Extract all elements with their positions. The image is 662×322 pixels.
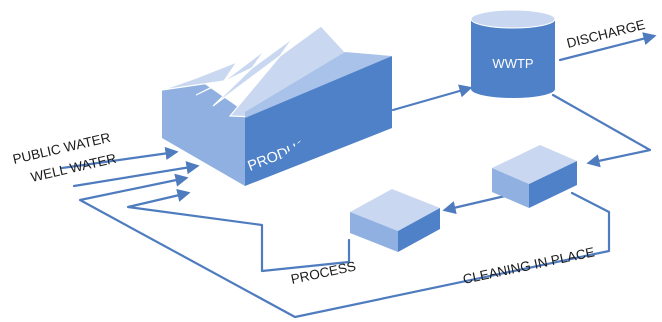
wwtp-body: [471, 19, 555, 89]
process-label: PROCESS: [290, 259, 358, 287]
plant-front-face: [245, 56, 392, 186]
treatment-to-process-arrow: [442, 194, 507, 215]
plant-roof-2: [195, 49, 266, 96]
discharge-label: DISCHARGE: [565, 17, 647, 51]
wwtp-to-treatment-arrow: [551, 93, 652, 168]
treatment-unit-front: [492, 168, 529, 208]
flow-lines: [60, 32, 657, 319]
plant-left-face: [162, 78, 245, 186]
plant-roof-3: [212, 37, 294, 107]
wwtp-tank: WWTP: [470, 9, 556, 98]
wwtp-bottom: [471, 80, 555, 98]
treatment-unit-top: [492, 145, 577, 184]
process-unit: [350, 189, 440, 252]
plant-roof-1: [161, 60, 239, 91]
public-water-arrow: [60, 146, 179, 170]
plant-roof-edge: [245, 52, 392, 118]
plant-to-wwtp-arrow: [391, 84, 473, 112]
treatment-unit: [492, 145, 577, 208]
wwtp-label: WWTP: [492, 56, 533, 71]
process-unit-side: [398, 208, 440, 252]
cleaning-in-place-loop: [78, 173, 611, 319]
discharge-arrow: [558, 32, 657, 62]
production-plant: PRODUCTION PLANT: [161, 25, 392, 186]
well-water-arrow: [72, 161, 200, 188]
treatment-unit-side: [529, 161, 577, 208]
wwtp-top: [470, 9, 556, 29]
process-unit-front: [350, 212, 398, 252]
process-return-loop: [126, 188, 351, 273]
cleaning-in-place-label: CLEANING IN PLACE: [462, 244, 596, 287]
process-unit-top: [350, 189, 440, 231]
